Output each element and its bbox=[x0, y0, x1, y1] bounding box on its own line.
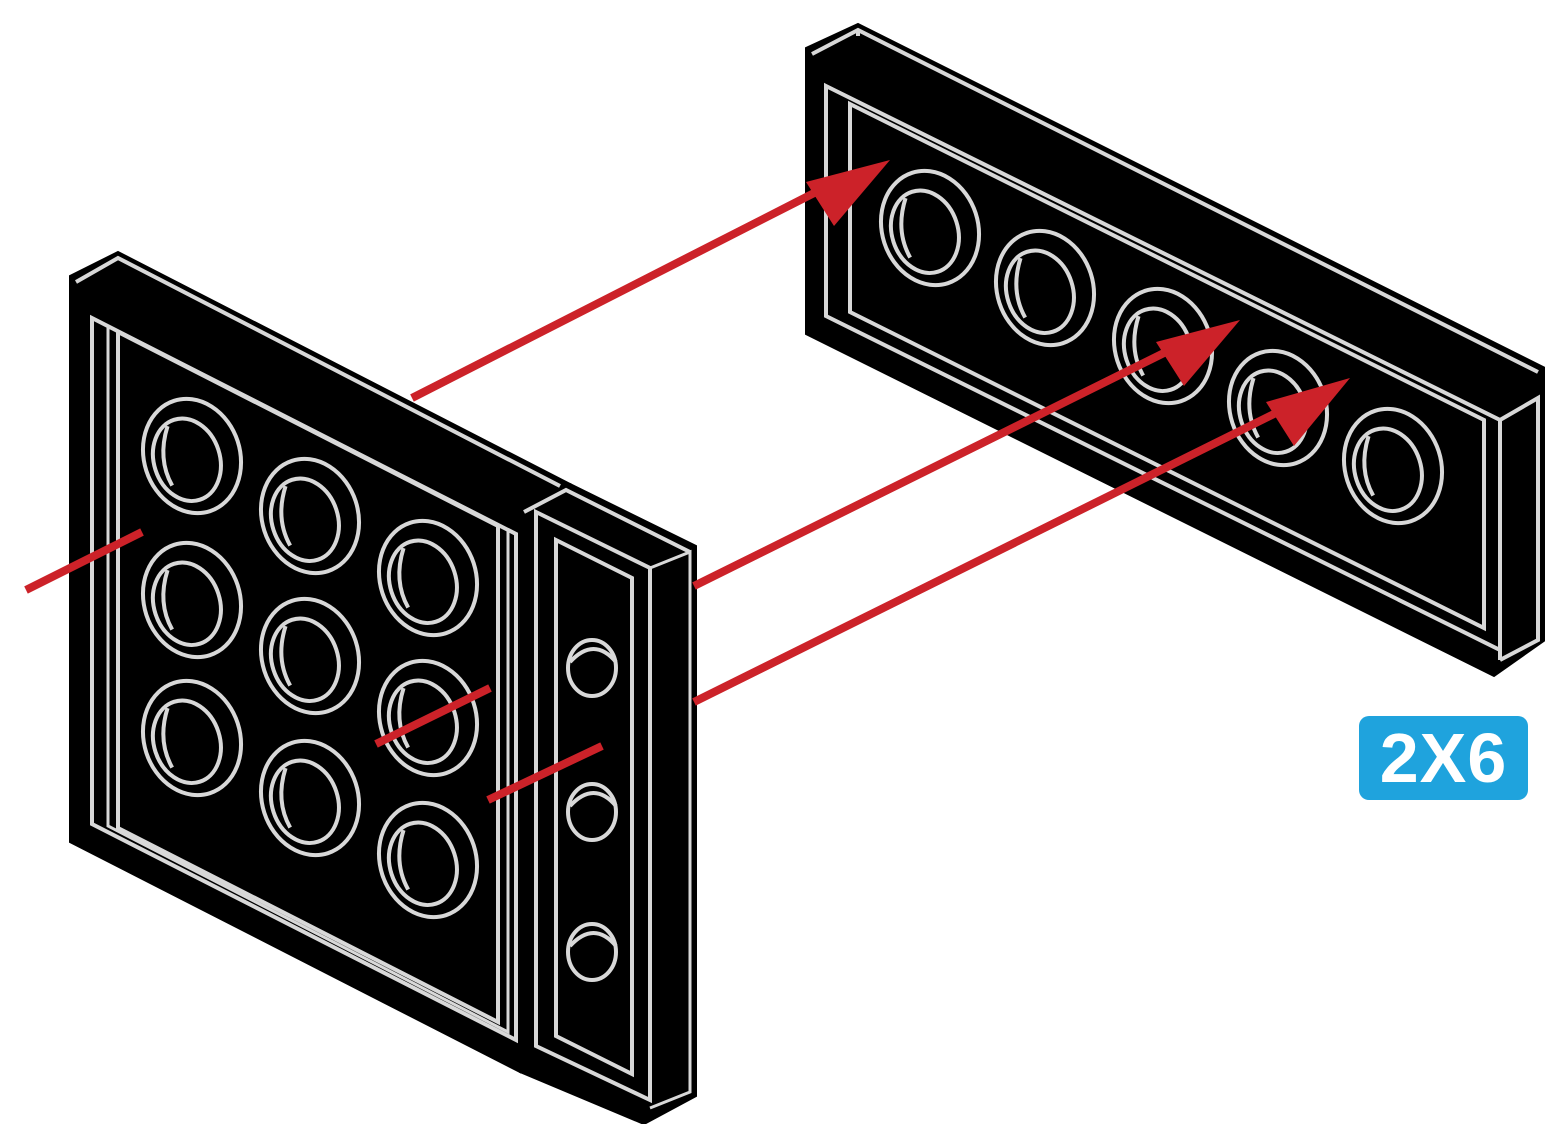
quantity-label: 2X6 bbox=[1379, 719, 1508, 797]
arrow-stub bbox=[486, 742, 604, 804]
stud-icon bbox=[566, 782, 618, 842]
stud-icon bbox=[566, 638, 618, 698]
arrow-stub bbox=[24, 528, 144, 594]
arrow-stub bbox=[374, 684, 492, 748]
arrow-icon bbox=[410, 160, 890, 402]
arrow-icon bbox=[692, 378, 1350, 706]
connection-arrows bbox=[24, 160, 1350, 804]
stud-icon bbox=[566, 922, 618, 982]
quantity-badge: 2X6 bbox=[1359, 716, 1528, 800]
arrow-icon bbox=[692, 320, 1240, 590]
bracket-assembly bbox=[69, 250, 697, 1124]
